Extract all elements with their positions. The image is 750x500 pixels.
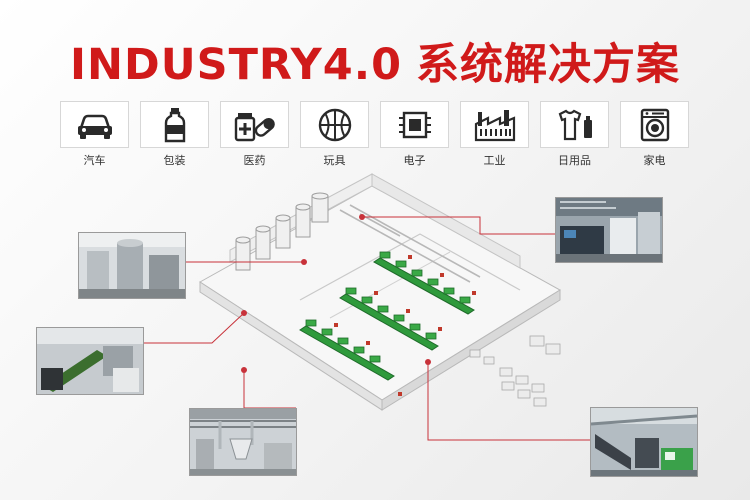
category-label: 电子 [403, 154, 426, 167]
category-label: 日用品 [558, 154, 591, 167]
category-strip: 汽车 包装 医药 [60, 101, 690, 168]
category-appliances[interactable]: 家电 [620, 101, 689, 168]
category-label: 医药 [243, 154, 266, 167]
page-title: INDUSTRY4.0 系统解决方案 [0, 30, 750, 92]
factory-icon [474, 109, 515, 141]
category-label: 工业 [483, 154, 506, 167]
washing-machine-icon [640, 108, 669, 141]
bottle-icon [164, 107, 185, 142]
category-daily-goods[interactable]: 日用品 [540, 101, 609, 168]
category-industrial[interactable]: 工业 [460, 101, 529, 168]
category-label: 家电 [643, 154, 666, 167]
photo-mixing-station [78, 232, 186, 299]
chip-icon [398, 111, 431, 138]
ball-icon [318, 108, 351, 141]
photo-chiller-units [555, 197, 663, 263]
medicine-icon [234, 112, 275, 141]
daily-goods-icon [558, 109, 592, 140]
car-icon [77, 114, 112, 139]
category-label: 汽车 [83, 154, 106, 167]
category-label: 玩具 [323, 154, 346, 167]
category-packaging[interactable]: 包装 [140, 101, 209, 168]
title-cjk: 系统解决方案 [415, 40, 680, 90]
title-latin: INDUSTRY4.0 [70, 40, 402, 90]
category-toys[interactable]: 玩具 [300, 101, 369, 168]
category-pharma[interactable]: 医药 [220, 101, 289, 168]
category-label: 包装 [163, 154, 186, 167]
photo-conveyor-line [36, 327, 144, 395]
photo-central-feeding-system [189, 408, 297, 476]
photo-injection-machines [590, 407, 698, 477]
category-automotive[interactable]: 汽车 [60, 101, 129, 168]
category-electronics[interactable]: 电子 [380, 101, 449, 168]
